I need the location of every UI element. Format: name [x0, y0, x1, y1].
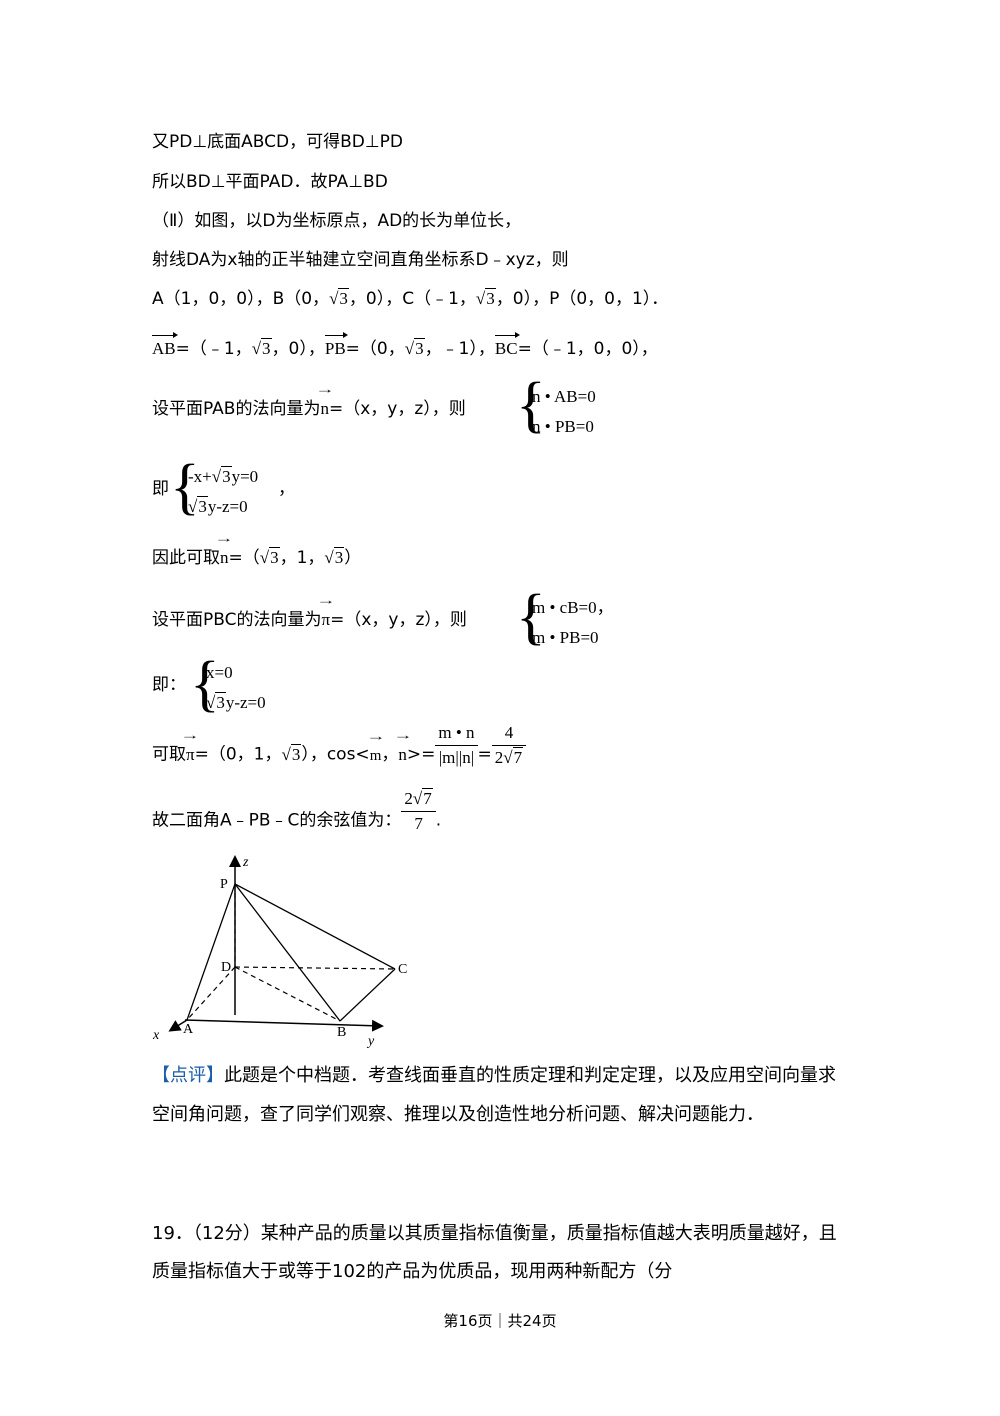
- system-1: n • AB=0 n • PB=0: [532, 382, 596, 442]
- vector-m-2: π: [186, 743, 195, 767]
- cos-value-open: =（0，1，: [194, 744, 282, 765]
- vector-m-3: m: [370, 744, 382, 768]
- system-brace-2: {: [170, 453, 200, 521]
- pyramid-diagram: P D C A B x y z: [152, 855, 407, 1049]
- fraction-mn: m • n|m||n|: [435, 721, 478, 770]
- vector-ab-end: ，0），: [271, 339, 325, 359]
- normal-pbc-text: 设平面PBC的法向量为: [152, 610, 322, 630]
- vector-pb: PB: [324, 332, 348, 361]
- system-2: -x+√3y=0 √3y-z=0: [188, 462, 258, 522]
- edge-da: [186, 966, 236, 1021]
- label-z: z: [242, 855, 249, 870]
- coord-text-b: ，0），C（﹣1，: [348, 289, 476, 309]
- line-pd-perp: 又PD⊥底面ABCD，可得BD⊥PD: [152, 132, 404, 152]
- x-axis: [168, 1019, 188, 1032]
- system-3-row-1: m • cB=0，: [532, 598, 614, 617]
- vector-n: n: [320, 397, 329, 421]
- vector-n-3: n: [398, 743, 407, 767]
- take-n-close: ）: [344, 548, 362, 568]
- vector-n-2: n: [220, 546, 229, 570]
- system-3-row-2: m • PB=0: [532, 628, 599, 647]
- normal-pbc-text-2: =（x，y，z），则: [330, 610, 467, 630]
- conclusion-period: .: [435, 810, 442, 831]
- cos-take-text: 可取: [152, 744, 186, 765]
- take-n-text: 因此可取: [152, 548, 220, 568]
- sqrt3-n1: √3: [259, 547, 280, 567]
- comment-tag: 【点评】: [152, 1065, 224, 1086]
- edge-pb: [234, 883, 341, 1022]
- sqrt3-c: √3: [475, 288, 496, 308]
- sqrt3-n2: √3: [324, 547, 345, 567]
- system-3: m • cB=0， m • PB=0: [532, 593, 614, 653]
- label-c: C: [398, 962, 407, 977]
- line-normal-pbc: 设平面PBC的法向量为π=（x，y，z），则: [152, 608, 467, 632]
- line-take-n: 因此可取n=（√3，1，√3）: [152, 546, 361, 570]
- line-point-coordinates: A（1，0，0），B（0，√3，0），C（﹣1，√3，0），P（0，0，1）．: [152, 287, 668, 311]
- vector-bc: BC: [494, 332, 520, 361]
- system-brace-1: {: [516, 371, 546, 439]
- system-2-comma: ，: [278, 479, 295, 499]
- system-brace-4: {: [190, 650, 220, 718]
- system-4: x=0 √3y-z=0: [206, 658, 266, 718]
- edge-db: [234, 966, 341, 1022]
- normal-pab-text-2: =（x，y，z），则: [328, 399, 466, 419]
- edge-pa: [186, 883, 236, 1021]
- label-a: A: [183, 1022, 194, 1037]
- comment-block: 【点评】此题是个中档题．考查线面垂直的性质定理和判定定理，以及应用空间向量求空间…: [152, 1056, 852, 1134]
- line-bd-perp-plane: 所以BD⊥平面PAD．故PA⊥BD: [152, 172, 388, 192]
- system-1-row-1: n • AB=0: [532, 387, 596, 406]
- label-y: y: [366, 1034, 375, 1049]
- line-ji-2: 即：: [152, 675, 186, 695]
- normal-pab-text: 设平面PAB的法向量为: [152, 399, 321, 419]
- edge-pc: [234, 883, 396, 970]
- conclusion-text: 故二面角A﹣PB﹣C的余弦值为：: [152, 810, 402, 831]
- system-2-row-2: √3y-z=0: [188, 496, 248, 516]
- system-1-row-2: n • PB=0: [532, 417, 594, 436]
- coord-text-c: ，0），P（0，0，1）．: [495, 289, 669, 309]
- line-normal-pab: 设平面PAB的法向量为n=（x，y，z），则: [152, 397, 466, 421]
- cos-eq: >=: [406, 744, 436, 765]
- coord-text-a: A（1，0，0），B（0，: [152, 289, 330, 309]
- vector-ab-value: =（﹣1，: [175, 339, 252, 359]
- sqrt3-m: √3: [281, 743, 302, 764]
- system-2-row-1: -x+√3y=0: [188, 466, 259, 486]
- comment-body: 此题是个中档题．考查线面垂直的性质定理和判定定理，以及应用空间向量求空间角问题，…: [152, 1065, 836, 1125]
- system-4-row-2: √3y-z=0: [206, 692, 266, 712]
- vector-ab: AB: [152, 332, 178, 361]
- page-footer: 第16页｜共24页: [443, 1312, 557, 1330]
- vector-pb-end: ，﹣1），: [424, 339, 495, 359]
- question-19: 19．（12分）某种产品的质量以其质量指标值衡量，质量指标值越大表明质量越好，且…: [152, 1223, 837, 1282]
- sqrt3-b: √3: [329, 288, 349, 308]
- line-vectors: AB=（﹣1，√3，0），PB=（0，√3，﹣1），BC=（﹣1，0，0），: [152, 332, 658, 361]
- sqrt3-ab: √3: [251, 338, 272, 358]
- take-n-mid: ，1，: [279, 548, 325, 568]
- line-part-ii: （Ⅱ）如图，以D为坐标原点，AD的长为单位长，: [152, 211, 522, 231]
- label-d: D: [221, 960, 231, 975]
- vector-pb-value: =（0，: [345, 339, 405, 359]
- cos-eq-2: =: [477, 744, 492, 765]
- system-brace-3: {: [516, 583, 546, 651]
- line-ji-1: 即: [152, 479, 169, 499]
- take-n-open: =（: [228, 548, 260, 568]
- cos-comma: ，: [381, 744, 399, 765]
- line-cos: 可取π=（0，1，√3），cos<m，n>=m • n|m||n|=42√7: [152, 723, 527, 770]
- system-4-row-1: x=0: [206, 663, 233, 682]
- label-p: P: [220, 877, 228, 892]
- sqrt3-pb: √3: [404, 338, 425, 358]
- line-coordinate-system: 射线DA为x轴的正半轴建立空间直角坐标系D﹣xyz，则: [152, 250, 569, 270]
- vector-m: π: [322, 608, 331, 632]
- label-x: x: [152, 1028, 160, 1043]
- edge-bc: [339, 968, 396, 1022]
- cos-label: ），cos<: [301, 744, 370, 765]
- y-axis: [184, 1019, 384, 1032]
- label-b: B: [337, 1025, 346, 1040]
- edge-dc: [234, 966, 396, 970]
- vector-bc-value: =（﹣1，0，0），: [517, 339, 658, 359]
